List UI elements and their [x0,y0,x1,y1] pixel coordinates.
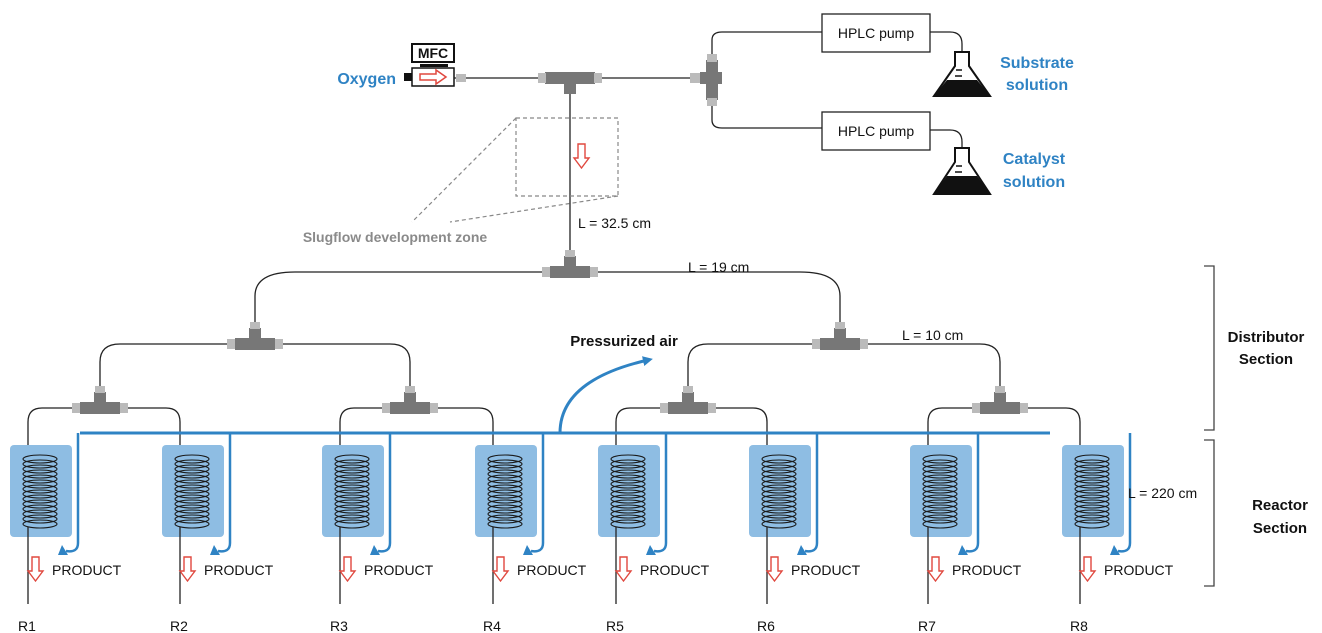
reactor-label-2: Section [1253,520,1307,537]
arrow-down-icon [765,556,784,583]
coil-icon [22,454,58,529]
tee-connector-icon [72,386,128,414]
hplc-pump-2-label: HPLC pump [838,123,914,139]
coil-icon [610,454,646,529]
substrate-label-1: Substrate [1000,55,1074,72]
product-label: PRODUCT [640,562,710,578]
reactor-unit: PRODUCT R1 [10,433,122,633]
pressurized-air-line: Pressurized air [80,333,1050,435]
distributor-section: L = 19 cm L = 10 cm [27,250,1081,460]
reactor-id-label: R1 [18,618,36,633]
pressurized-air-label: Pressurized air [570,333,678,350]
reactor-unit: PRODUCT R5 [598,433,710,633]
mixing-tee-icon [538,72,602,94]
slugflow-zone: Slugflow development zone L = 32.5 cm [303,94,651,262]
substrate-flask-icon [932,51,992,97]
reactor-unit: PRODUCT R2 [162,433,274,633]
reactor-unit: PRODUCT R4 [475,433,587,633]
tee-connector-icon [227,322,283,350]
arrow-down-icon [491,556,510,583]
length-level1-label: L = 19 cm [688,259,749,275]
product-label: PRODUCT [791,562,861,578]
arrow-down-icon [614,556,633,583]
arrow-down-icon [26,556,45,583]
coil-icon [334,454,370,529]
arrow-down-icon [338,556,357,583]
distributor-label-2: Section [1239,351,1293,368]
reactor-id-label: R4 [483,618,501,633]
reactor-unit: PRODUCT R3 [322,433,434,633]
coil-icon [761,454,797,529]
tee-connector-icon [812,322,868,350]
length-reactor-label: L = 220 cm [1128,485,1197,501]
coil-icon [487,454,523,529]
feed-section: MFC Oxygen HPLC pump HPLC pump [337,13,1074,195]
product-label: PRODUCT [52,562,122,578]
reactor-section: PRODUCTR1PRODUCTR2PRODUCTR3PRODUCTR4PROD… [10,433,1174,633]
oxygen-label: Oxygen [337,71,396,88]
length-main-label: L = 32.5 cm [578,215,651,231]
tee-connector-icon [382,386,438,414]
coil-icon [1074,454,1110,529]
catalyst-label-1: Catalyst [1003,151,1066,168]
coil-icon [174,454,210,529]
hplc-pump-1 [821,13,931,53]
product-label: PRODUCT [952,562,1022,578]
arrow-down-icon [178,556,197,583]
product-label: PRODUCT [364,562,434,578]
coil-icon [922,454,958,529]
mfc-label: MFC [418,45,448,61]
substrate-label-2: solution [1006,77,1068,94]
liquid-tee-icon [690,54,722,106]
distributor-label-1: Distributor [1228,329,1305,346]
product-label: PRODUCT [204,562,274,578]
tee-connector-icon [660,386,716,414]
reactor-id-label: R6 [757,618,775,633]
reactor-id-label: R5 [606,618,624,633]
product-label: PRODUCT [1104,562,1174,578]
slugflow-label: Slugflow development zone [303,229,488,245]
catalyst-label-2: solution [1003,174,1065,191]
reactor-unit: PRODUCT R7 [910,433,1022,633]
arrow-down-icon [926,556,945,583]
reactor-id-label: R2 [170,618,188,633]
tee-connector-icon [542,250,598,278]
arrow-down-icon [1078,556,1097,583]
reactor-id-label: R7 [918,618,936,633]
hplc-pump-2 [821,111,931,151]
hplc-pump-1-label: HPLC pump [838,25,914,41]
section-brackets: Distributor Section Reactor Section L = … [1128,265,1308,587]
reactor-unit: PRODUCT R6 [749,433,861,633]
reactor-id-label: R3 [330,618,348,633]
product-label: PRODUCT [517,562,587,578]
tee-connector-icon [972,386,1028,414]
mfc-icon [404,43,455,87]
arrow-down-icon [572,143,591,170]
reactor-label-1: Reactor [1252,497,1308,514]
reactor-id-label: R8 [1070,618,1088,633]
length-level2-label: L = 10 cm [902,327,963,343]
reactor-unit: PRODUCT R8 [1062,433,1174,633]
catalyst-flask-icon [932,147,992,195]
